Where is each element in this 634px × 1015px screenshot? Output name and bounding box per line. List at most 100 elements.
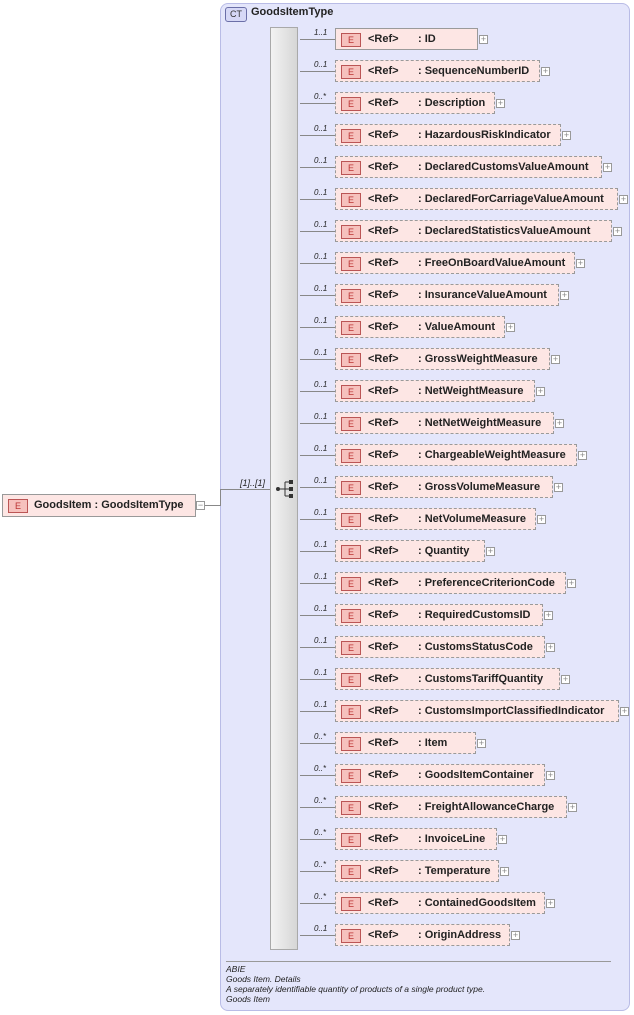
- connector-line: [300, 359, 335, 360]
- cardinality-label: 0..1: [314, 540, 328, 549]
- cardinality-label: 0..1: [314, 700, 328, 709]
- element-badge: E: [341, 193, 361, 207]
- expand-toggle[interactable]: +: [544, 610, 553, 620]
- annotation-line: Goods Item. Details: [226, 974, 301, 984]
- ref-label: <Ref>: [368, 929, 399, 941]
- expand-toggle[interactable]: +: [568, 802, 577, 812]
- child-element-box[interactable]: E<Ref>: DeclaredForCarriageValueAmount: [335, 188, 618, 210]
- expand-toggle[interactable]: +: [511, 930, 520, 940]
- expand-toggle[interactable]: +: [603, 162, 612, 172]
- expand-toggle[interactable]: +: [613, 226, 622, 236]
- expand-toggle[interactable]: +: [500, 866, 509, 876]
- child-element-box[interactable]: E<Ref>: OriginAddress: [335, 924, 510, 946]
- child-element-box[interactable]: E<Ref>: NetWeightMeasure: [335, 380, 535, 402]
- expand-toggle[interactable]: +: [620, 706, 629, 716]
- element-name: : RequiredCustomsID: [418, 609, 531, 621]
- child-element-box[interactable]: E<Ref>: Description: [335, 92, 495, 114]
- child-element-box[interactable]: E<Ref>: GoodsItemContainer: [335, 764, 545, 786]
- ref-label: <Ref>: [368, 257, 399, 269]
- expand-toggle[interactable]: +: [536, 386, 545, 396]
- ref-label: <Ref>: [368, 801, 399, 813]
- connector-line: [300, 583, 335, 584]
- collapse-toggle[interactable]: −: [196, 500, 205, 510]
- expand-toggle[interactable]: +: [537, 514, 546, 524]
- element-name: : Description: [418, 97, 486, 109]
- expand-toggle[interactable]: +: [554, 482, 563, 492]
- expand-toggle[interactable]: +: [562, 130, 571, 140]
- cardinality-label: 0..1: [314, 476, 328, 485]
- child-element-box[interactable]: E<Ref>: FreeOnBoardValueAmount: [335, 252, 575, 274]
- child-element-row: 0..1 E<Ref>: Quantity+: [300, 540, 630, 564]
- child-element-box[interactable]: E<Ref>: GrossVolumeMeasure: [335, 476, 553, 498]
- element-name: : CustomsTariffQuantity: [418, 673, 544, 685]
- expand-toggle[interactable]: +: [496, 98, 505, 108]
- child-element-box[interactable]: E<Ref>: FreightAllowanceCharge: [335, 796, 567, 818]
- expand-toggle[interactable]: +: [546, 898, 555, 908]
- child-element-box[interactable]: E<Ref>: InsuranceValueAmount: [335, 284, 559, 306]
- expand-toggle[interactable]: +: [541, 66, 550, 76]
- expand-toggle[interactable]: +: [546, 642, 555, 652]
- child-element-box[interactable]: E<Ref>: Temperature: [335, 860, 499, 882]
- child-element-box[interactable]: E<Ref>: DeclaredStatisticsValueAmount: [335, 220, 612, 242]
- element-name: : NetVolumeMeasure: [418, 513, 526, 525]
- element-badge: E: [341, 289, 361, 303]
- expand-toggle[interactable]: +: [561, 674, 570, 684]
- child-element-box[interactable]: E<Ref>: Quantity: [335, 540, 485, 562]
- expand-toggle[interactable]: +: [619, 194, 628, 204]
- ref-label: <Ref>: [368, 193, 399, 205]
- cardinality-label: 0..1: [314, 188, 328, 197]
- element-badge: E: [341, 513, 361, 527]
- child-element-box[interactable]: E<Ref>: PreferenceCriterionCode: [335, 572, 566, 594]
- expand-toggle[interactable]: +: [555, 418, 564, 428]
- expand-toggle[interactable]: +: [567, 578, 576, 588]
- child-element-row: 0..1 E<Ref>: GrossVolumeMeasure+: [300, 476, 630, 500]
- connector-line: [300, 391, 335, 392]
- connector-line: [300, 551, 335, 552]
- expand-toggle[interactable]: +: [560, 290, 569, 300]
- element-badge: E: [341, 321, 361, 335]
- child-element-box[interactable]: E<Ref>: SequenceNumberID: [335, 60, 540, 82]
- expand-toggle[interactable]: +: [576, 258, 585, 268]
- child-element-row: 0..* E<Ref>: ContainedGoodsItem+: [300, 892, 630, 916]
- child-element-box[interactable]: E<Ref>: HazardousRiskIndicator: [335, 124, 561, 146]
- child-element-box[interactable]: E<Ref>: RequiredCustomsID: [335, 604, 543, 626]
- expand-toggle[interactable]: +: [506, 322, 515, 332]
- child-element-box[interactable]: E<Ref>: GrossWeightMeasure: [335, 348, 550, 370]
- connector-line: [300, 39, 335, 40]
- expand-toggle[interactable]: +: [486, 546, 495, 556]
- expand-toggle[interactable]: +: [551, 354, 560, 364]
- sequence-icon: [276, 480, 293, 498]
- ref-label: <Ref>: [368, 417, 399, 429]
- element-badge: E: [341, 449, 361, 463]
- child-element-box[interactable]: E<Ref>: DeclaredCustomsValueAmount: [335, 156, 602, 178]
- child-element-box[interactable]: E<Ref>: ValueAmount: [335, 316, 505, 338]
- child-element-box[interactable]: E<Ref>: NetVolumeMeasure: [335, 508, 536, 530]
- child-element-box[interactable]: E<Ref>: CustomsTariffQuantity: [335, 668, 560, 690]
- root-cardinality: [1]..[1]: [240, 478, 266, 488]
- element-badge: E: [341, 705, 361, 719]
- expand-toggle[interactable]: +: [498, 834, 507, 844]
- cardinality-label: 0..1: [314, 572, 328, 581]
- root-element-box[interactable]: E GoodsItem : GoodsItemType: [2, 494, 196, 517]
- child-element-box[interactable]: E<Ref>: ContainedGoodsItem: [335, 892, 545, 914]
- expand-toggle[interactable]: +: [479, 34, 488, 44]
- expand-toggle[interactable]: +: [477, 738, 486, 748]
- element-badge: E: [341, 801, 361, 815]
- child-element-box[interactable]: E<Ref>: ID: [335, 28, 478, 50]
- expand-toggle[interactable]: +: [546, 770, 555, 780]
- element-badge: E: [341, 737, 361, 751]
- child-element-box[interactable]: E<Ref>: CustomsStatusCode: [335, 636, 545, 658]
- child-element-box[interactable]: E<Ref>: Item: [335, 732, 476, 754]
- element-badge: E: [8, 499, 28, 513]
- child-element-box[interactable]: E<Ref>: NetNetWeightMeasure: [335, 412, 554, 434]
- element-name: : SequenceNumberID: [418, 65, 530, 77]
- child-element-box[interactable]: E<Ref>: InvoiceLine: [335, 828, 497, 850]
- cardinality-label: 0..*: [314, 892, 327, 901]
- expand-toggle[interactable]: +: [578, 450, 587, 460]
- child-element-box[interactable]: E<Ref>: CustomsImportClassifiedIndicator: [335, 700, 619, 722]
- child-element-box[interactable]: E<Ref>: ChargeableWeightMeasure: [335, 444, 577, 466]
- connector-line: [300, 327, 335, 328]
